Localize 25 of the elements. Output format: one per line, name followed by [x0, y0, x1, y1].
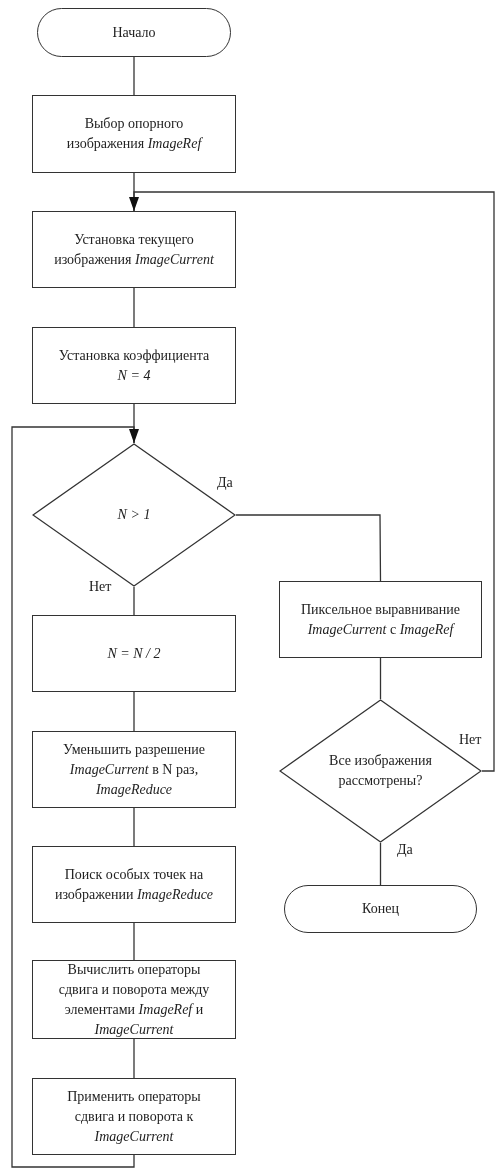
arrow — [11, 426, 139, 1168]
process-box: Установка текущего изображения ImageCurrent — [32, 211, 236, 288]
process-box: Пиксельное выравнивание ImageCurrent с ImageRef — [279, 581, 482, 658]
connector-line — [133, 1038, 135, 1079]
process-box: Применить операторы сдвига и поворота к ImageCurrent — [32, 1078, 236, 1155]
terminator-box: Конец — [284, 885, 477, 933]
connector-line — [133, 807, 135, 847]
process-box: Поиск особых точек на изображении ImageReduce — [32, 846, 236, 923]
process-box: Выбор опорного изображения ImageRef — [32, 95, 236, 173]
process-box: N = N / 2 — [32, 615, 236, 692]
edge-label: Да — [216, 474, 234, 492]
terminator-box: Начало — [37, 8, 231, 57]
connector-line — [133, 922, 135, 961]
process-box: Установка коэффициента N = 4 — [32, 327, 236, 404]
connector-line — [379, 657, 382, 700]
connector-line — [133, 287, 135, 328]
connector-line — [379, 842, 382, 886]
connector-line — [133, 691, 135, 732]
connector-line — [235, 514, 382, 582]
edge-label: Да — [396, 841, 414, 859]
process-box: Уменьшить разрешение ImageCurrent в N раз, ImageReduce — [32, 731, 236, 808]
arrow — [129, 191, 495, 772]
connector-line — [133, 586, 135, 616]
connector-line — [133, 56, 135, 96]
process-box: Вычислить операторы сдвига и поворота между элементами ImageRef и ImageCurrent — [32, 960, 236, 1039]
